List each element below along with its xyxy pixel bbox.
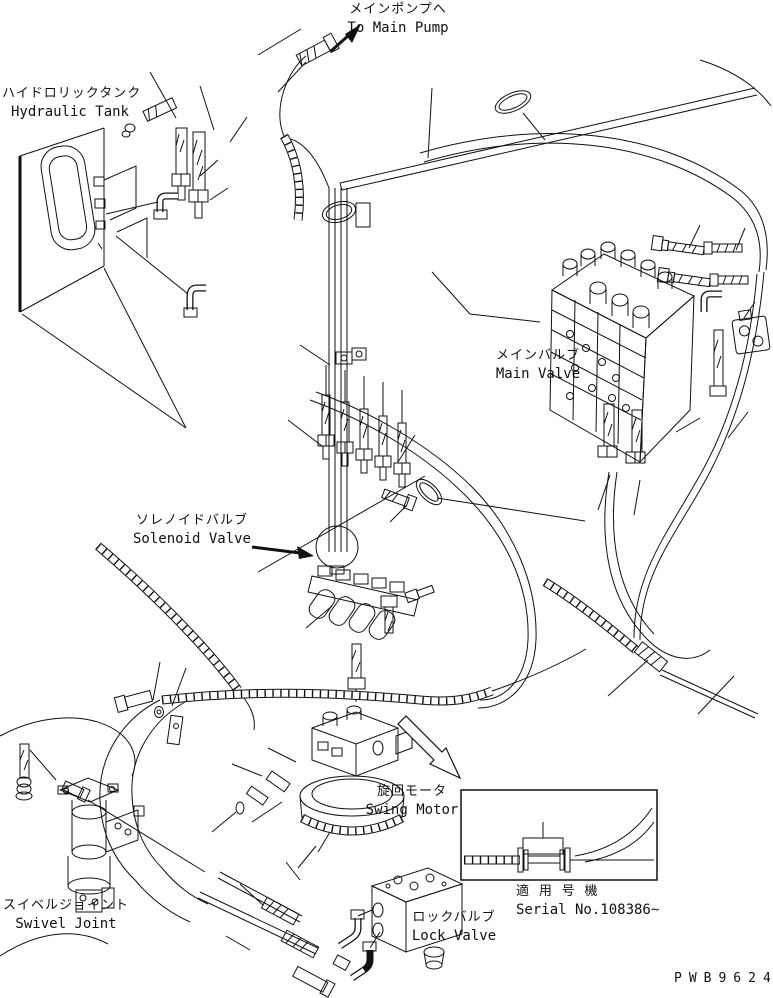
label-to-main-pump: メインポンプへ To Main Pump	[338, 2, 458, 37]
return-hoses-drawing	[604, 471, 711, 659]
label-main-valve-jp: メインバルブ	[495, 348, 580, 363]
label-swivel-joint-en: Swivel Joint	[15, 915, 117, 932]
label-swing-motor-en: Swing Motor	[365, 801, 459, 818]
swing-motor-drawing	[211, 705, 413, 869]
pump-line-tube-drawing	[339, 87, 758, 191]
label-swivel-joint-jp: スイベルジョイント	[2, 898, 129, 913]
swivel-joint-drawing	[15, 743, 206, 913]
label-hydraulic-tank: ハイドロリックタンク Hydraulic Tank	[2, 86, 142, 121]
wrapped-hoses-drawing	[0, 542, 759, 957]
tank-fittings-drawing	[105, 71, 248, 318]
center-loop-hose-drawing	[309, 391, 586, 709]
label-solenoid-valve-en: Solenoid Valve	[132, 530, 251, 547]
solenoid-valve-drawing	[251, 475, 435, 702]
lock-valve-drawing	[197, 861, 464, 998]
detail-arrow-icon	[397, 715, 462, 780]
to-main-pump-arrow-icon	[257, 24, 361, 93]
upper-right-hoses-drawing	[419, 59, 772, 641]
label-serial-note-jp: 適 用 号 機	[516, 884, 599, 899]
label-to-main-pump-jp: メインポンプへ	[349, 2, 447, 17]
label-lock-valve-jp: ロックバルブ	[412, 910, 496, 925]
drawing-code: PWB9624	[674, 971, 773, 986]
label-main-valve-en: Main Valve	[495, 365, 581, 382]
center-pipe-bundle-drawing	[279, 55, 371, 552]
main-valve-drawing	[431, 224, 771, 516]
label-swivel-joint: スイベルジョイント Swivel Joint	[2, 898, 130, 933]
label-serial-note-en: Serial No.108386~	[516, 901, 660, 918]
label-hydraulic-tank-en: Hydraulic Tank	[10, 103, 129, 120]
label-solenoid-valve-jp: ソレノイドバルブ	[135, 513, 248, 528]
label-to-main-pump-en: To Main Pump	[347, 19, 449, 36]
label-lock-valve-en: Lock Valve	[411, 927, 497, 944]
label-swing-motor-jp: 旋回モータ	[376, 784, 447, 799]
serial-detail-inset	[460, 789, 658, 881]
hose-end-fittings-row-drawing	[287, 365, 416, 488]
hydraulic-tank-drawing	[18, 127, 187, 429]
label-serial-note: 適 用 号 機 Serial No.108386~	[516, 884, 668, 919]
label-main-valve: メインバルブ Main Valve	[488, 348, 588, 383]
label-swing-motor: 旋回モータ Swing Motor	[354, 784, 470, 819]
label-hydraulic-tank-jp: ハイドロリックタンク	[2, 86, 142, 101]
label-lock-valve: ロックバルブ Lock Valve	[398, 910, 510, 945]
label-solenoid-valve: ソレノイドバルブ Solenoid Valve	[130, 513, 254, 548]
